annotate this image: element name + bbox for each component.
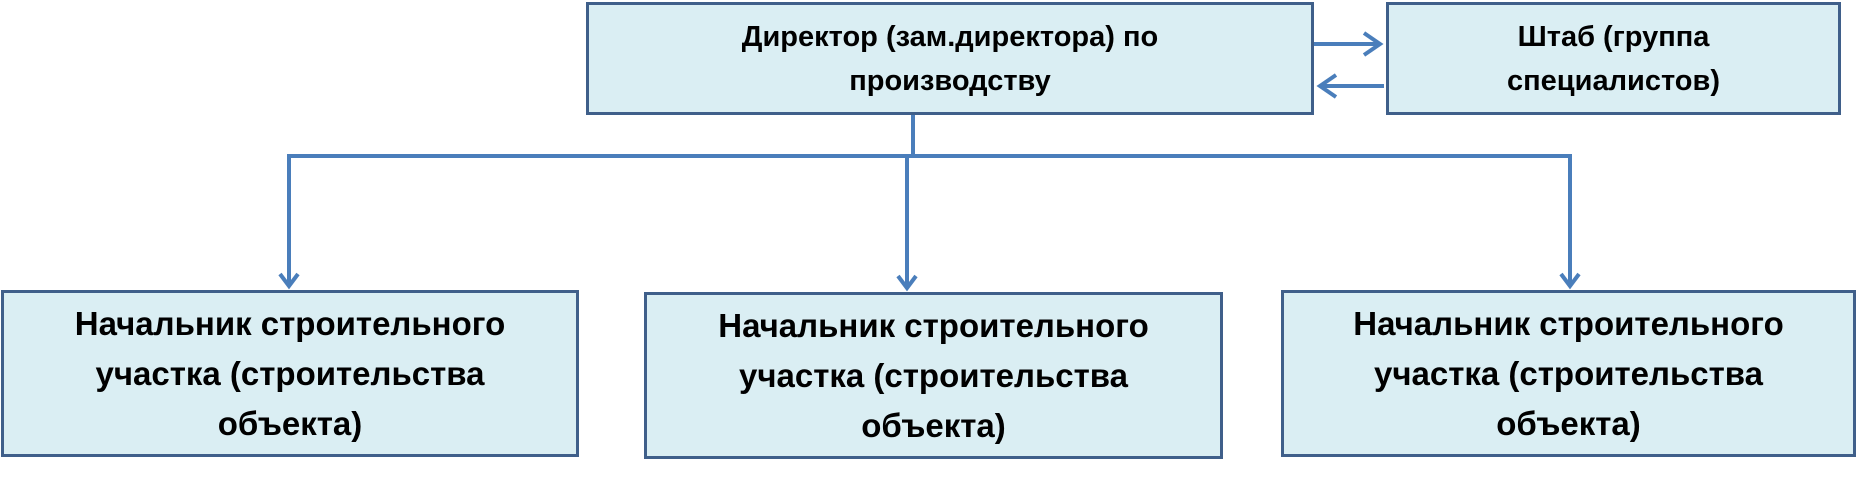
distribution-line: [287, 154, 1570, 159]
staff-label-line-2: специалистов): [1507, 64, 1720, 97]
arrowhead-director-to-staff: [1362, 31, 1384, 57]
site-chief-box-2: Начальник строительного участка (строите…: [644, 292, 1223, 459]
director-label-line-1: Директор (зам.директора) по: [741, 20, 1159, 53]
staff-label-line-1: Штаб (группа: [1517, 20, 1710, 53]
director-box: Директор (зам.директора) по производству: [586, 2, 1314, 115]
site-chief-box-3: Начальник строительного участка (строите…: [1281, 290, 1856, 457]
site-chief-2-line-3: объекта): [861, 406, 1006, 444]
arrowhead-chief-3: [1559, 272, 1581, 290]
site-chief-1-line-3: объекта): [217, 404, 363, 442]
site-chief-2-line-1: Начальник строительного: [718, 306, 1149, 344]
site-chief-1-line-2: участка (строительства: [95, 354, 485, 392]
site-chief-2-line-2: участка (строительства: [738, 356, 1128, 394]
site-chief-3-line-3: объекта): [1496, 404, 1641, 442]
site-chief-3-line-2: участка (строительства: [1373, 354, 1763, 392]
site-chief-1-line-1: Начальник строительного: [74, 304, 506, 342]
director-label-line-2: производству: [849, 64, 1051, 97]
staff-box: Штаб (группа специалистов): [1386, 2, 1841, 115]
arrowhead-chief-1: [278, 272, 300, 290]
site-chief-box-1: Начальник строительного участка (строите…: [1, 290, 579, 457]
arrowhead-chief-2: [896, 274, 918, 292]
arrowhead-staff-to-director: [1316, 73, 1338, 99]
site-chief-3-line-1: Начальник строительного: [1353, 304, 1784, 342]
